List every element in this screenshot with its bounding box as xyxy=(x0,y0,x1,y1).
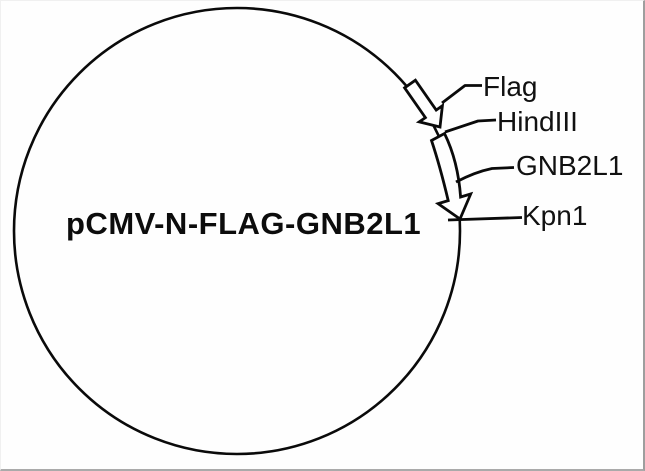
feature-label-hindiii: HindIII xyxy=(497,106,578,137)
gnb2l1-leader-line xyxy=(455,166,515,184)
flag-leader-line xyxy=(441,84,482,105)
feature-label-gnb2l1: GNB2L1 xyxy=(516,150,624,181)
flag-segment-arrow xyxy=(402,78,445,129)
plasmid-circle xyxy=(12,6,462,456)
feature-label-flag: Flag xyxy=(483,71,538,102)
gnb2l1-segment-arrow xyxy=(429,131,474,222)
plasmid-name: pCMV-N-FLAG-GNB2L1 xyxy=(66,206,422,241)
feature-label-kpn1: Kpn1 xyxy=(522,200,588,231)
hindiii-leader-line xyxy=(444,118,497,134)
kpn1-leader-line xyxy=(447,216,523,222)
